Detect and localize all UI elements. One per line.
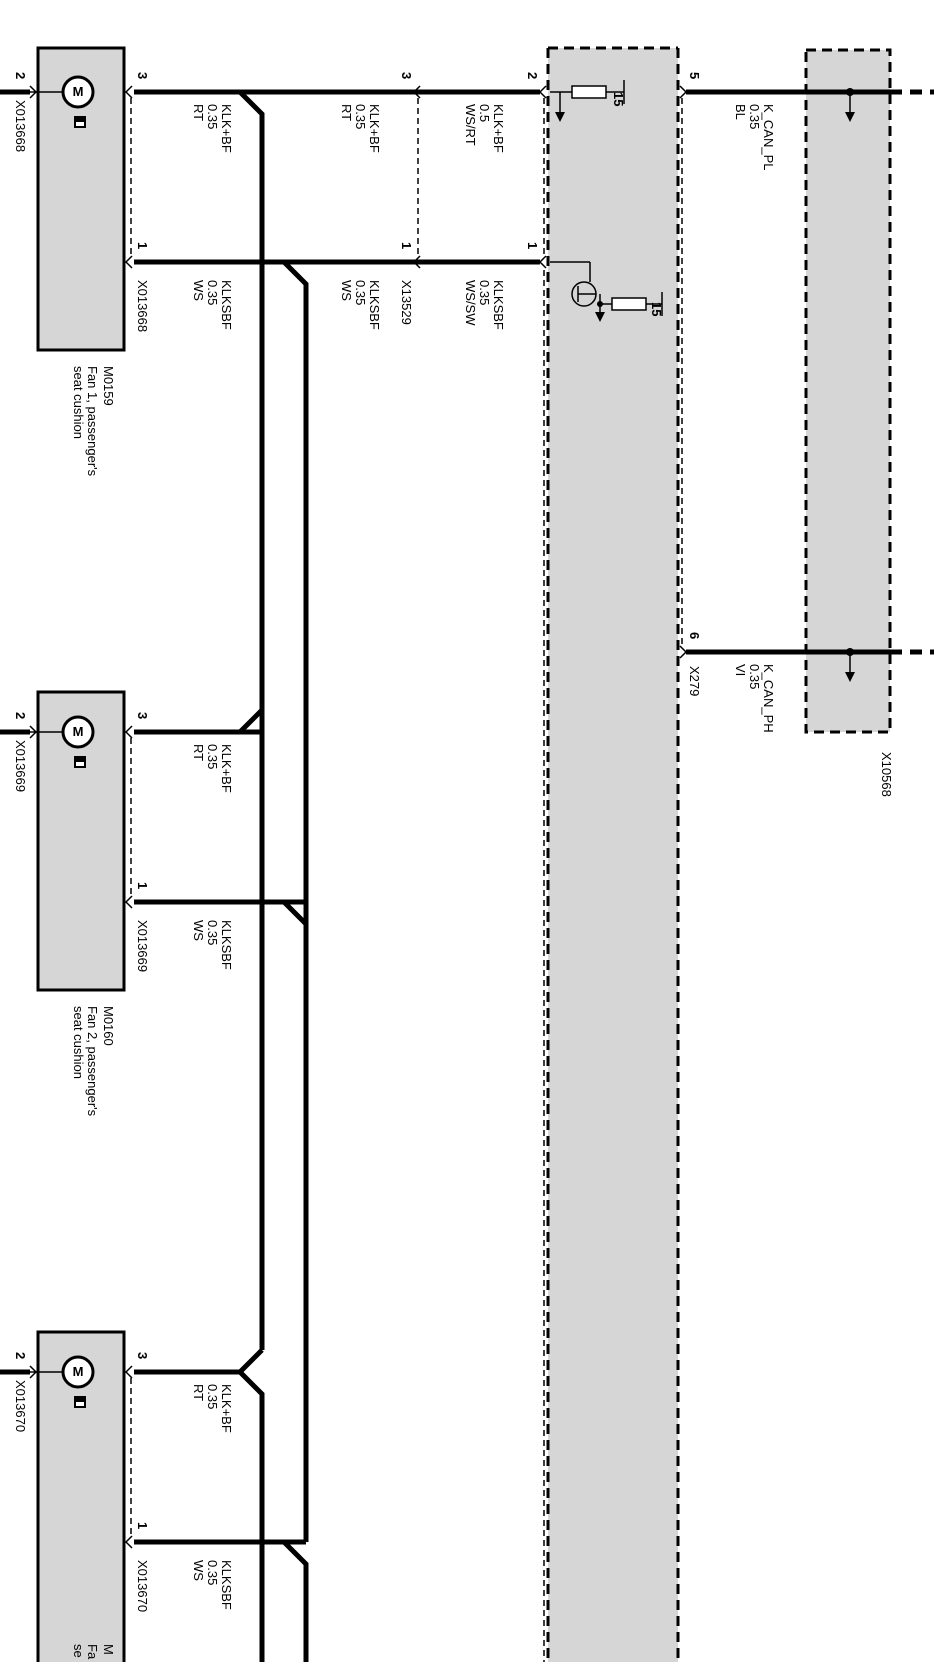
wire-signal: KLK+BF	[491, 104, 506, 153]
pin-label: 3	[399, 72, 414, 79]
component-name: Fan 1, passenger's	[85, 366, 100, 477]
wire-signal: K_CAN_PL	[761, 104, 776, 170]
component-name: Fa	[85, 1644, 100, 1660]
wire-color: RT	[191, 744, 206, 761]
svg-text:M: M	[73, 1364, 84, 1379]
component-name: seat cushion	[71, 366, 86, 439]
wire-color: VI	[733, 664, 748, 676]
control-unit-block	[548, 48, 678, 1662]
connector-label: X013668	[13, 100, 28, 152]
terminal-label: 15	[649, 302, 664, 316]
can-tap-icon	[845, 88, 855, 122]
wire-color: WS	[191, 280, 206, 301]
wire-size: 0.35	[747, 664, 762, 689]
wire-size: 0.35	[477, 280, 492, 305]
wire-signal: KLK+BF	[219, 1384, 234, 1433]
wire-signal: KLK+BF	[219, 104, 234, 153]
wire-size: 0.35	[205, 744, 220, 769]
connector-label: X013668	[135, 280, 150, 332]
resistor-icon	[550, 80, 625, 122]
terminal-label: 15	[611, 92, 626, 106]
can-bus-block	[806, 50, 890, 732]
pin-label: 2	[13, 712, 28, 719]
component-id: M0160	[101, 1006, 116, 1046]
component-id: M0159	[101, 366, 116, 406]
wire-size: 0.35	[205, 1560, 220, 1585]
motor-icon: M	[0, 715, 95, 768]
pin-label: 5	[687, 72, 702, 79]
pin-label: 3	[135, 712, 150, 719]
wire-signal: KLKSBF	[491, 280, 506, 330]
wire-size: 0.5	[477, 104, 492, 122]
pin-label: 3	[135, 1352, 150, 1359]
wire-color: RT	[339, 104, 354, 121]
wire-size: 0.35	[205, 920, 220, 945]
component-id: M	[101, 1644, 116, 1655]
pin-label: 1	[135, 882, 150, 889]
pin-label: 3	[135, 72, 150, 79]
wire-signal: KLKSBF	[367, 280, 382, 330]
wire-size: 0.35	[205, 1384, 220, 1409]
wire-signal: KLKSBF	[219, 280, 234, 330]
connector-label: X013670	[13, 1380, 28, 1432]
connector-label: X10568	[879, 752, 894, 797]
connector-label: X13529	[399, 280, 414, 325]
wire-color: RT	[191, 1384, 206, 1401]
wire-color: BL	[733, 104, 748, 120]
wire-size: 0.35	[353, 280, 368, 305]
transistor-icon	[550, 261, 663, 322]
connector-label: X013670	[135, 1560, 150, 1612]
wire-signal: KLK+BF	[219, 744, 234, 793]
pin-label: 1	[525, 242, 540, 249]
can-tap-icon	[845, 648, 855, 682]
pin-label: 6	[687, 632, 702, 639]
pin-label: 2	[13, 72, 28, 79]
connector-label: X013669	[135, 920, 150, 972]
pin-label: 2	[525, 72, 540, 79]
wire-signal: KLKSBF	[219, 1560, 234, 1610]
wire-size: 0.35	[205, 104, 220, 129]
wire-color: RT	[191, 104, 206, 121]
wire-signal: KLK+BF	[367, 104, 382, 153]
wire-color: WS	[191, 1560, 206, 1581]
wire-signal: K_CAN_PH	[761, 664, 776, 733]
component-name: seat cushion	[71, 1006, 86, 1079]
wire-size: 0.35	[353, 104, 368, 129]
wire-color: WS	[339, 280, 354, 301]
component-name: Fan 2, passenger's	[85, 1006, 100, 1117]
wire-size: 0.35	[747, 104, 762, 129]
connector-label: X013669	[13, 740, 28, 792]
wire-color: WS	[191, 920, 206, 941]
wire-signal: KLKSBF	[219, 920, 234, 970]
wire-size: 0.35	[205, 280, 220, 305]
pin-label: 1	[135, 1522, 150, 1529]
wire-color: WS/RT	[463, 104, 478, 146]
component-name: se	[71, 1644, 86, 1658]
svg-text:M: M	[73, 724, 84, 739]
pin-label: 2	[13, 1352, 28, 1359]
pin-label: 1	[399, 242, 414, 249]
connector-label: X279	[687, 666, 702, 696]
wire-color: WS/SW	[463, 280, 478, 326]
pin-label: 1	[135, 242, 150, 249]
svg-text:M: M	[73, 84, 84, 99]
